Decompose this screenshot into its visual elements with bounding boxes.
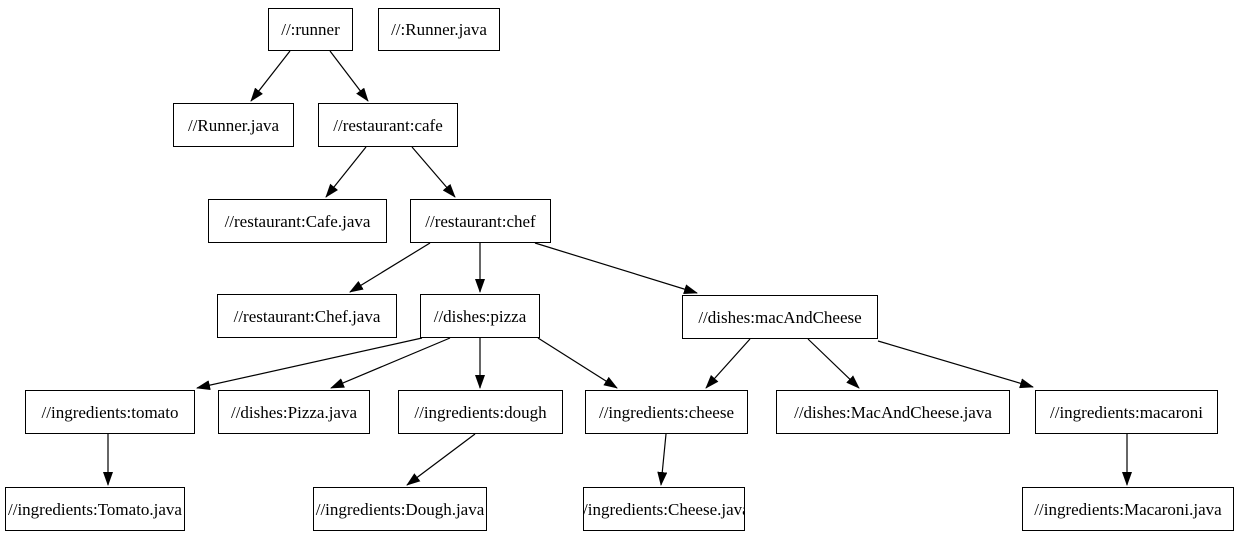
edge-mac-and-cheese-to-macaroni (877, 340, 1034, 389)
node-chef-java: //restaurant:Chef.java (217, 294, 397, 338)
edge-cafe-to-cafe-java (325, 146, 367, 198)
node-tomato-java: //ingredients:Tomato.java (5, 487, 185, 531)
node-runner-java-target: //:Runner.java (378, 8, 500, 51)
edge-pizza-to-cheese (537, 337, 618, 389)
node-chef: //restaurant:chef (410, 199, 551, 243)
node-cheese: //ingredients:cheese (585, 390, 748, 434)
edge-pizza-to-pizza-java (330, 337, 451, 389)
edge-chef-to-chef-java (349, 242, 431, 293)
node-pizza-java: //dishes:Pizza.java (218, 390, 370, 434)
node-runner: //:runner (268, 8, 353, 51)
node-macaroni: //ingredients:macaroni (1035, 390, 1218, 434)
node-mac-and-cheese: //dishes:macAndCheese (682, 295, 878, 339)
node-dough: //ingredients:dough (398, 390, 563, 434)
edge-cafe-to-chef (411, 146, 456, 198)
edge-mac-and-cheese-to-mac-and-cheese-java (807, 338, 860, 389)
edge-runner-to-runner-java-file (250, 50, 291, 102)
node-macaroni-java: //ingredients:Macaroni.java (1022, 487, 1234, 531)
edge-runner-to-cafe (329, 50, 369, 102)
node-cafe-java: //restaurant:Cafe.java (208, 199, 387, 243)
node-dough-java: //ingredients:Dough.java (313, 487, 487, 531)
node-tomato: //ingredients:tomato (25, 390, 195, 434)
edge-mac-and-cheese-to-cheese (705, 338, 751, 389)
node-mac-and-cheese-java: //dishes:MacAndCheese.java (776, 390, 1010, 434)
node-cafe: //restaurant:cafe (318, 103, 458, 147)
edge-dough-to-dough-java (406, 433, 476, 486)
node-runner-java-file: //Runner.java (173, 103, 294, 147)
edge-cheese-to-cheese-java (657, 433, 668, 486)
node-cheese-java: //ingredients:Cheese.java (583, 487, 745, 531)
node-pizza: //dishes:pizza (420, 294, 540, 338)
edge-chef-to-mac-and-cheese (534, 242, 698, 294)
edge-pizza-to-tomato (196, 337, 423, 391)
